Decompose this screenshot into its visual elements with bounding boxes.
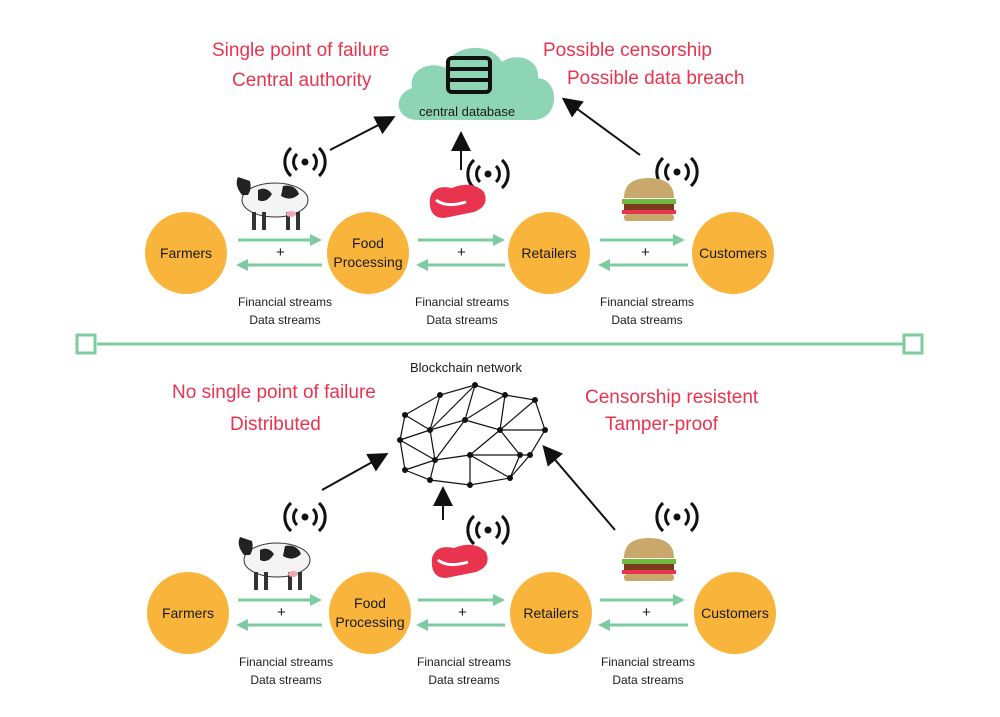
steak-icon bbox=[429, 184, 486, 218]
network-icon bbox=[397, 382, 548, 488]
burger-icon bbox=[622, 178, 676, 221]
plus-sign: + bbox=[642, 604, 651, 621]
signal-icon bbox=[283, 146, 327, 178]
bottom-note-1: No single point of failure bbox=[172, 382, 376, 403]
top-note-4: Possible data breach bbox=[567, 68, 745, 89]
flow-arrows-top bbox=[236, 234, 688, 271]
plus-sign: + bbox=[641, 244, 650, 261]
plus-sign: + bbox=[276, 244, 285, 261]
network-title: Blockchain network bbox=[410, 360, 522, 375]
hub-label: central database bbox=[419, 104, 516, 119]
node-retailers: Retailers bbox=[510, 572, 592, 654]
node-customers: Customers bbox=[694, 572, 776, 654]
node-customers: Customers bbox=[692, 212, 774, 294]
bottom-note-4: Tamper-proof bbox=[605, 414, 718, 435]
plus-sign: + bbox=[457, 244, 466, 261]
node-farmers: Farmers bbox=[145, 212, 227, 294]
divider bbox=[75, 333, 924, 355]
node-farmers: Farmers bbox=[147, 572, 229, 654]
bottom-note-2: Distributed bbox=[230, 414, 321, 435]
top-note-2: Central authority bbox=[232, 70, 372, 91]
plus-sign: + bbox=[277, 604, 286, 621]
top-note-3: Possible censorship bbox=[543, 40, 712, 61]
top-note-1: Single point of failure bbox=[212, 40, 390, 61]
cloud-icon bbox=[398, 47, 555, 120]
plus-sign: + bbox=[458, 604, 467, 621]
bottom-note-3: Censorship resistent bbox=[585, 387, 759, 408]
flow-arrows-bottom bbox=[236, 594, 688, 631]
node-retailers: Retailers bbox=[508, 212, 590, 294]
database-icon bbox=[446, 56, 492, 94]
cow-icon bbox=[236, 177, 309, 230]
